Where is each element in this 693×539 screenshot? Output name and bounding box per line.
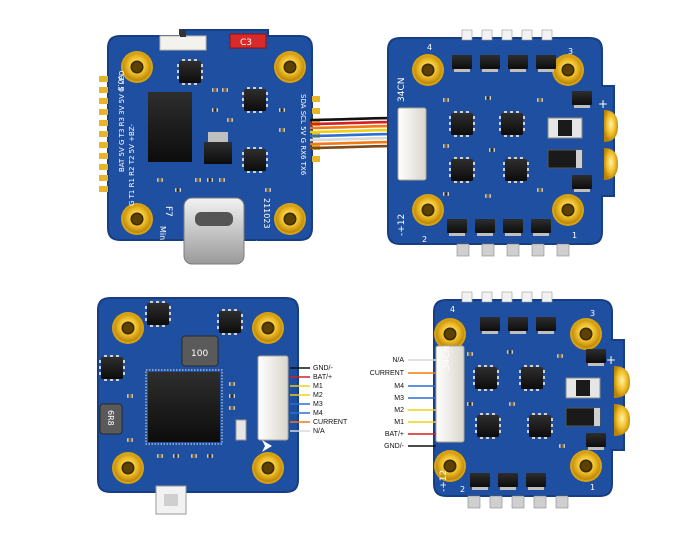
motor-mark-4: 4	[450, 305, 455, 314]
pin-label: N/A	[313, 428, 325, 435]
motor-mark-2: 2	[460, 485, 465, 494]
motor-mark-3: 3	[568, 47, 573, 56]
silk-plus: +	[598, 97, 608, 111]
motor-mark-4: 4	[427, 43, 432, 52]
pin-label: BAT/+	[313, 374, 332, 381]
mount-hole-pad	[252, 312, 284, 344]
fc-pinout: GND/- BAT/+ M1 M2 M3 M4 CURRENT N/A	[290, 365, 348, 435]
driver-chip	[475, 413, 501, 439]
battery-pad-plus	[614, 366, 630, 398]
esc-board-top: 34CN + -+12 4 3 2 1	[387, 29, 618, 257]
pin-label: BAT/+	[385, 431, 404, 438]
esc-connector	[435, 345, 465, 443]
mount-hole-pad	[112, 312, 144, 344]
pin-label: M4	[313, 410, 323, 417]
pin-label: M2	[313, 392, 323, 399]
pin-label: M1	[394, 419, 404, 426]
brand-label: SpeedyBee	[190, 492, 252, 505]
fc-connector	[257, 355, 289, 441]
ic-chip	[145, 301, 171, 327]
driver-chip	[519, 365, 545, 391]
silk-version: V0.3	[116, 75, 124, 91]
silk-date-code: 211023	[262, 198, 271, 229]
mount-hole-pad	[274, 203, 306, 235]
motor-mark-1: 1	[572, 231, 577, 240]
mount-hole-pad	[412, 194, 444, 226]
driver-chip	[473, 365, 499, 391]
silk-left-pins-2: G T1 R1 R2 T2 5V +BZ-	[128, 124, 136, 206]
fc-board-bottom: 100 6R8 SpeedyBee GND/- BAT/+ M1	[97, 297, 348, 515]
mount-hole-pad	[112, 452, 144, 484]
red-component	[229, 33, 267, 49]
direction-arrow	[256, 240, 264, 256]
ribbon-cable	[309, 116, 399, 150]
silk-f7: F7	[163, 206, 173, 217]
motor-mark-2: 2	[422, 235, 427, 244]
usb-c-port	[183, 197, 245, 265]
silk-34cn: 34CN	[397, 78, 407, 102]
driver-chip	[449, 111, 475, 137]
esc-board-bottom: 34CN + -+12 4 3 2 1 N/A CURRENT M4 M3 M2…	[370, 291, 630, 509]
mount-hole-pad	[252, 452, 284, 484]
pin-label: GND/-	[384, 443, 405, 450]
pin-label: M3	[313, 401, 323, 408]
pin-label: M1	[313, 383, 323, 390]
mcu-chip	[148, 372, 220, 442]
pin-label: M3	[394, 395, 404, 402]
motor-mark-1: 1	[590, 483, 595, 492]
motor-mark-3: 3	[590, 309, 595, 318]
battery-pad-minus	[614, 404, 630, 436]
ic-chip	[99, 355, 125, 381]
inductor-2	[99, 403, 123, 435]
inductor2-code: 6R8	[106, 410, 115, 426]
left-edge-pads	[99, 76, 108, 192]
mount-hole-pad	[570, 318, 602, 350]
battery-pad-plus	[604, 110, 618, 142]
driver-chip	[499, 111, 525, 137]
inductor	[181, 335, 219, 367]
pin-label: CURRENT	[370, 370, 405, 377]
inductor-code: 100	[191, 349, 208, 359]
pin-label: M4	[394, 383, 404, 390]
ic-chip	[242, 147, 268, 173]
battery-pad-minus	[604, 148, 618, 180]
silk-mini: Mini	[158, 226, 167, 242]
mount-hole-pad	[570, 450, 602, 482]
mount-hole-pad	[434, 318, 466, 350]
ic-chip	[242, 87, 268, 113]
regulator-chip	[204, 142, 232, 164]
silk-minus-12: -+12	[439, 470, 449, 492]
silk-minus-12: -+12	[397, 214, 407, 236]
mount-hole-pad	[552, 54, 584, 86]
mount-hole-pad	[552, 194, 584, 226]
driver-chip	[503, 157, 529, 183]
pin-label: N/A	[392, 357, 404, 364]
red-label: C3	[240, 38, 252, 48]
esc-pinout: N/A CURRENT M4 M3 M2 M1 BAT/+ GND/-	[370, 357, 436, 450]
driver-chip	[449, 157, 475, 183]
mount-hole-pad	[274, 51, 306, 83]
mcu-chip	[148, 92, 192, 162]
mount-hole-pad	[121, 203, 153, 235]
silk-plus: +	[606, 353, 616, 367]
silk-34cn: 34CN	[442, 346, 452, 370]
mount-hole-pad	[412, 54, 444, 86]
pin-label: GND/-	[313, 365, 334, 372]
fc-board-top: C3 BAT 5V G T3 R3 3V 5V G LED G T1 R1 R2…	[99, 29, 320, 265]
driver-chip	[527, 413, 553, 439]
ic-chip	[177, 59, 203, 85]
ic-chip	[217, 309, 243, 335]
esc-connector	[397, 107, 427, 181]
silk-right-pins: SDA SCL 5V G RX6 TX6	[299, 94, 307, 176]
pin-label: CURRENT	[313, 419, 348, 426]
pin-label: M2	[394, 407, 404, 414]
silk-left-pins: BAT 5V G T3 R3 3V 5V G LED	[118, 71, 126, 172]
